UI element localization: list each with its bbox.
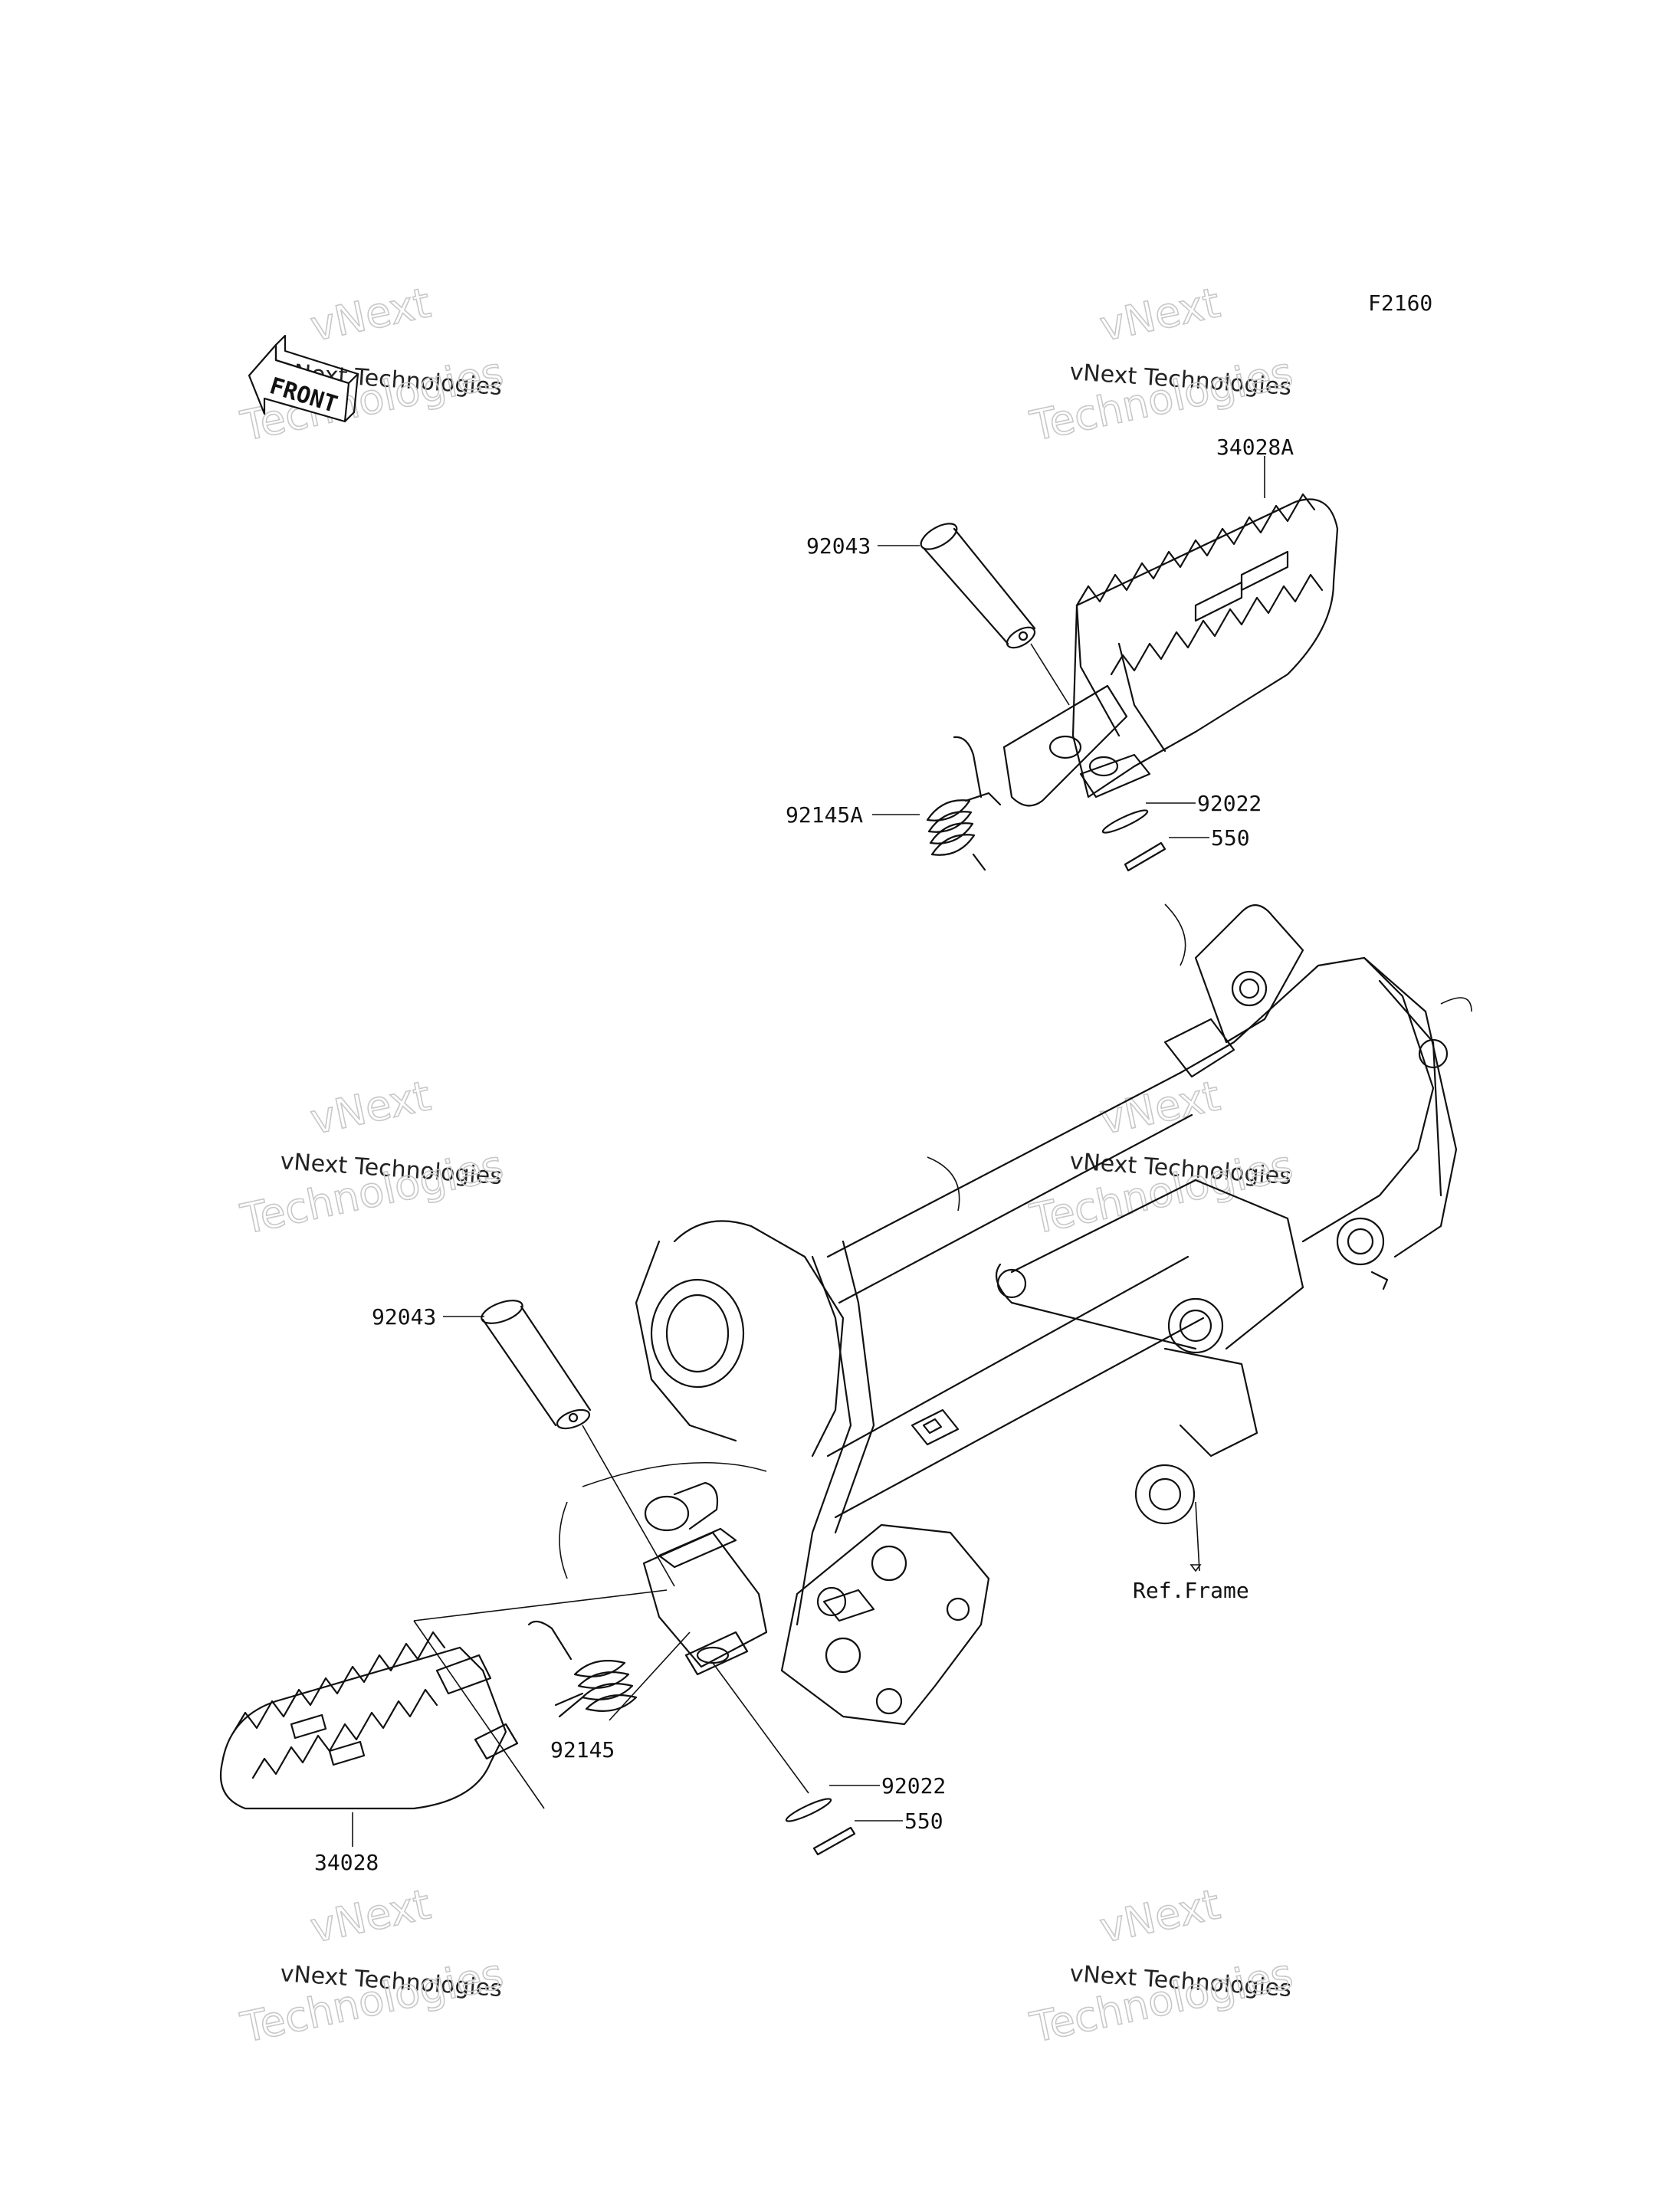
watermark-big-2: Technologies: [1026, 1949, 1297, 2052]
callout-leaders: [352, 456, 1265, 1847]
lower-washer-92022: [712, 1662, 832, 1822]
watermark-big-1: vNext: [307, 1880, 435, 1952]
watermark-big-2: Technologies: [237, 1949, 507, 2052]
upper-footpeg-34028A: [1002, 493, 1339, 807]
label-upper-spring: 92145A: [786, 802, 863, 828]
label-upper-cotter: 550: [1211, 825, 1250, 851]
lower-spring-92145: [527, 1620, 691, 1721]
watermark-big-1: vNext: [307, 1071, 435, 1143]
lower-footpeg-34028: [219, 1589, 668, 1810]
label-lower-footpeg: 34028: [314, 1850, 379, 1875]
label-lower-pin: 92043: [372, 1304, 436, 1330]
lower-cotter-550: [812, 1826, 856, 1856]
watermark-top-right: vNext vNext Technologies Technologies: [1025, 277, 1298, 451]
label-upper-footpeg: 34028A: [1216, 434, 1294, 460]
label-lower-washer: 92022: [881, 1773, 946, 1799]
upper-cotter-550: [1124, 841, 1166, 872]
label-lower-spring: 92145: [550, 1737, 615, 1763]
watermark-bottom-right: vNext vNext Technologies Technologies: [1025, 1879, 1298, 2052]
watermark-big-1: vNext: [1096, 1880, 1224, 1952]
label-upper-washer: 92022: [1197, 791, 1262, 816]
watermark-mid-left: vNext vNext Technologies Technologies: [236, 1071, 508, 1244]
upper-spring-92145A: [926, 736, 1002, 871]
label-upper-pin: 92043: [806, 533, 871, 559]
watermark-mid-right: vNext vNext Technologies Technologies: [1025, 1071, 1298, 1244]
label-ref-frame: Ref.Frame: [1133, 1578, 1249, 1603]
frame-ref: [559, 903, 1472, 1726]
label-lower-cotter: 550: [904, 1808, 943, 1834]
lower-pin-92043: [481, 1300, 675, 1587]
watermark-big-1: vNext: [1096, 278, 1224, 350]
upper-pin-92043: [920, 523, 1070, 706]
watermark-bottom-left: vNext vNext Technologies Technologies: [236, 1879, 508, 2052]
upper-washer-92022: [1101, 809, 1149, 834]
watermark-big-1: vNext: [307, 278, 435, 350]
diagram-code: F2160: [1368, 290, 1432, 316]
lower-pivot-bracket: [642, 1527, 768, 1676]
